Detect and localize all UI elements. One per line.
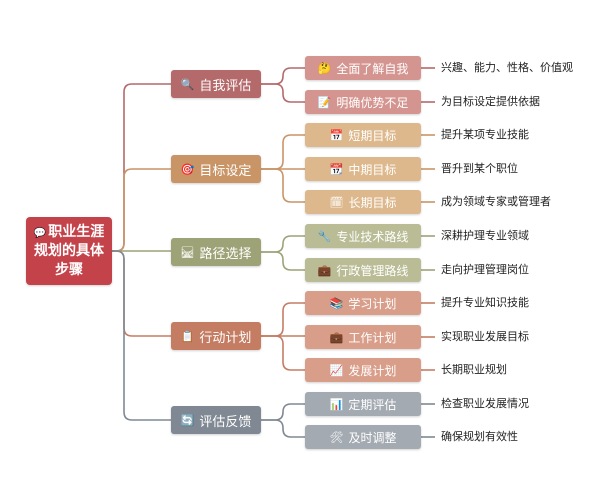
node-periodic-review[interactable]: 📊 定期评估 bbox=[305, 392, 421, 416]
node-mid-term-goal[interactable]: 📆 中期目标 bbox=[305, 157, 421, 181]
node-work-plan[interactable]: 💼 工作计划 bbox=[305, 325, 421, 349]
desc-mid-term-goal: 晋升到某个职位 bbox=[441, 162, 518, 175]
connector-branch-to-node bbox=[261, 335, 305, 371]
desc-strengths-weaknesses: 为目标设定提供依据 bbox=[441, 95, 540, 108]
desc-study-plan: 提升专业知识技能 bbox=[441, 296, 529, 309]
connector-branch-to-node bbox=[261, 403, 305, 421]
branch-label: 目标设定 bbox=[199, 163, 252, 179]
briefcase-icon: 💼 bbox=[317, 263, 332, 277]
calendar-icon: 📅 bbox=[329, 128, 344, 142]
books-icon: 📚 bbox=[329, 296, 344, 310]
calendar-icon: 📆 bbox=[329, 162, 344, 176]
root-label: 职业生涯规划的具体步骤 bbox=[34, 223, 105, 278]
tools-icon: 🛠 bbox=[329, 430, 344, 444]
branch-label: 自我评估 bbox=[199, 78, 252, 94]
desc-long-term-goal: 成为领域专家或管理者 bbox=[441, 195, 551, 208]
node-development-plan[interactable]: 📈 发展计划 bbox=[305, 358, 421, 382]
branch-evaluation-feedback[interactable]: 🔄 评估反馈 bbox=[171, 406, 261, 434]
magnifier-icon: 🔍 bbox=[180, 77, 195, 91]
bar-chart-icon: 📊 bbox=[329, 397, 344, 411]
connector-branch-to-node bbox=[261, 134, 305, 170]
speech-icon: 💬 bbox=[33, 227, 47, 239]
desc-periodic-review: 检查职业发展情况 bbox=[441, 397, 529, 410]
connector-branch-to-node bbox=[261, 302, 305, 337]
desc-short-term-goal: 提升某项专业技能 bbox=[441, 128, 529, 141]
node-label: 全面了解自我 bbox=[336, 61, 409, 76]
chart-up-icon: 📈 bbox=[329, 363, 344, 377]
node-label: 发展计划 bbox=[348, 363, 397, 378]
connector-branch-to-node bbox=[261, 251, 305, 271]
node-label: 定期评估 bbox=[348, 397, 397, 412]
briefcase-icon: 💼 bbox=[329, 330, 344, 344]
branch-path-selection[interactable]: 🛤 路径选择 bbox=[171, 238, 261, 266]
node-label: 短期目标 bbox=[348, 128, 397, 143]
branch-self-assessment[interactable]: 🔍 自我评估 bbox=[171, 70, 261, 98]
node-label: 专业技术路线 bbox=[336, 229, 409, 244]
node-label: 长期目标 bbox=[348, 195, 397, 210]
node-label: 及时调整 bbox=[348, 430, 397, 445]
node-understand-self[interactable]: 🤔 全面了解自我 bbox=[305, 56, 421, 80]
connector-branch-to-node bbox=[261, 419, 305, 438]
wrench-icon: 🔧 bbox=[317, 229, 332, 243]
node-strengths-weaknesses[interactable]: 📝 明确优势不足 bbox=[305, 90, 421, 114]
clipboard-icon: 📋 bbox=[180, 329, 195, 343]
desc-work-plan: 实现职业发展目标 bbox=[441, 330, 529, 343]
refresh-icon: 🔄 bbox=[180, 413, 195, 427]
connector-root-to-branch bbox=[112, 250, 171, 421]
target-icon: 🎯 bbox=[180, 162, 195, 176]
thinking-face-icon: 🤔 bbox=[317, 61, 332, 75]
node-long-term-goal[interactable]: 🗓 长期目标 bbox=[305, 190, 421, 214]
desc-management-route: 走向护理管理岗位 bbox=[441, 263, 529, 276]
node-label: 工作计划 bbox=[348, 330, 397, 345]
branch-label: 行动计划 bbox=[199, 330, 252, 346]
connector-branch-to-node bbox=[261, 67, 305, 85]
node-technical-route[interactable]: 🔧 专业技术路线 bbox=[305, 224, 421, 248]
node-study-plan[interactable]: 📚 学习计划 bbox=[305, 291, 421, 315]
branch-goal-setting[interactable]: 🎯 目标设定 bbox=[171, 155, 261, 183]
connector-branch-to-node bbox=[261, 235, 305, 253]
node-label: 行政管理路线 bbox=[336, 263, 409, 278]
root-node[interactable]: 💬职业生涯规划的具体步骤 bbox=[26, 217, 112, 285]
desc-timely-adjustment: 确保规划有效性 bbox=[441, 430, 518, 443]
calendar-icon: 🗓 bbox=[329, 195, 344, 209]
branch-action-plan[interactable]: 📋 行动计划 bbox=[171, 322, 261, 350]
desc-development-plan: 长期职业规划 bbox=[441, 363, 507, 376]
memo-icon: 📝 bbox=[317, 95, 332, 109]
node-timely-adjustment[interactable]: 🛠 及时调整 bbox=[305, 425, 421, 449]
connector-root-to-branch bbox=[112, 83, 171, 252]
connector-root-to-branch bbox=[112, 250, 171, 337]
connector-root-to-branch bbox=[112, 168, 171, 252]
branch-label: 路径选择 bbox=[199, 246, 252, 262]
desc-understand-self: 兴趣、能力、性格、价值观 bbox=[441, 61, 573, 74]
node-label: 明确优势不足 bbox=[336, 95, 409, 110]
node-label: 学习计划 bbox=[348, 296, 397, 311]
node-label: 中期目标 bbox=[348, 162, 397, 177]
node-management-route[interactable]: 💼 行政管理路线 bbox=[305, 258, 421, 282]
connector-branch-to-node bbox=[261, 168, 305, 203]
desc-technical-route: 深耕护理专业领域 bbox=[441, 229, 529, 242]
branch-label: 评估反馈 bbox=[199, 414, 252, 430]
connector-branch-to-node bbox=[261, 83, 305, 103]
railway-icon: 🛤 bbox=[180, 245, 195, 259]
node-short-term-goal[interactable]: 📅 短期目标 bbox=[305, 123, 421, 147]
